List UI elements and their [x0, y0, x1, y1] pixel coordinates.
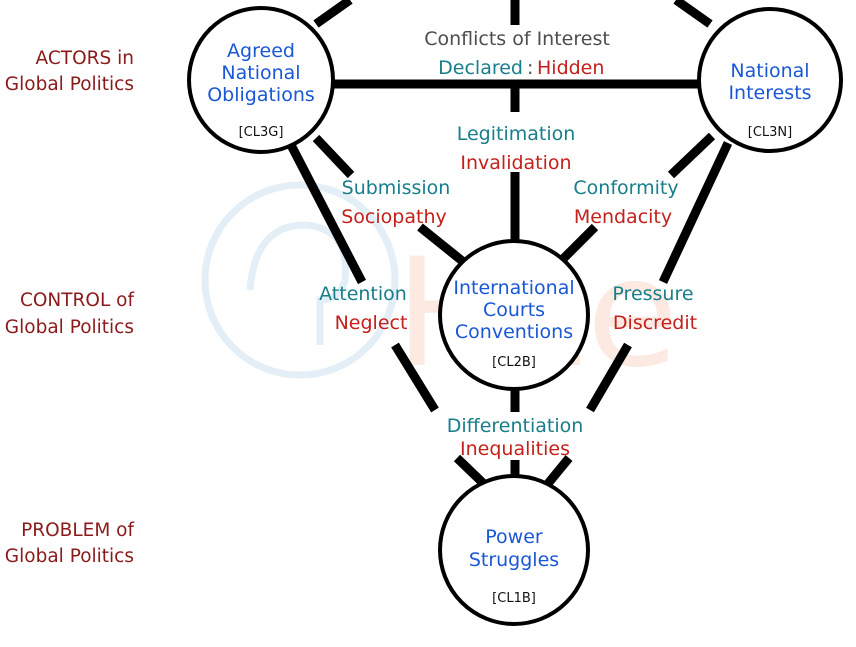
node-circle	[187, 6, 335, 154]
node-label-line: Conventions	[455, 321, 573, 343]
side-label-control-1: CONTROL of	[20, 290, 135, 311]
node-label-line: International	[453, 277, 574, 299]
node-label-line: Interests	[728, 82, 811, 104]
node-power-struggles: Power Struggles [CL1B]	[438, 474, 590, 626]
center-negative-label: Invalidation	[460, 152, 571, 174]
left-outer-negative-label: Neglect	[335, 312, 408, 334]
side-labels: ACTORS in Global Politics CONTROL of Glo…	[5, 48, 135, 567]
right-inner-positive-label: Conformity	[573, 177, 678, 199]
top-negative-label: Hidden	[537, 57, 604, 79]
node-national-interests: National Interests [CL3N]	[697, 7, 843, 153]
edge-left-outer-lower	[391, 342, 439, 413]
edge-labels: Conflicts of Interest Declared : Hidden …	[319, 28, 697, 460]
edge-left-outer-upper	[287, 142, 366, 285]
edge-left-inner-lower	[417, 223, 469, 268]
node-code: [CL3N]	[748, 125, 792, 140]
side-label-actors-1: ACTORS in	[36, 48, 134, 69]
node-circle	[438, 474, 590, 626]
side-label-problem-1: PROBLEM of	[21, 520, 134, 541]
right-inner-negative-label: Mendacity	[574, 206, 672, 228]
side-label-problem-2: Global Politics	[5, 546, 134, 567]
edge-right-outer-bottom	[542, 455, 573, 489]
side-label-actors-2: Global Politics	[5, 74, 134, 95]
edges	[287, 0, 733, 489]
node-international-courts: International Courts Conventions [CL2B]	[438, 239, 590, 391]
node-label-line: National	[730, 60, 809, 82]
edge-right-outer-lower	[586, 342, 632, 413]
bottom-positive-label: Differentiation	[447, 415, 584, 437]
right-outer-negative-label: Discredit	[613, 312, 697, 334]
edge-right-inner-upper	[667, 132, 716, 179]
top-positive-label: Declared	[438, 57, 523, 79]
node-label-line: Courts	[483, 299, 545, 321]
edge-left-stub	[313, 0, 353, 28]
node-code: [CL2B]	[492, 355, 536, 370]
node-label-line: National	[221, 62, 300, 84]
right-outer-positive-label: Pressure	[612, 283, 693, 305]
edge-right-outer-upper	[658, 141, 733, 284]
node-code: [CL1B]	[492, 591, 536, 606]
left-inner-negative-label: Sociopathy	[341, 206, 446, 228]
left-outer-positive-label: Attention	[319, 283, 407, 305]
left-inner-positive-label: Submission	[342, 177, 451, 199]
node-label-line: Agreed	[227, 40, 295, 62]
edge-right-inner-lower	[556, 223, 599, 266]
node-circle	[438, 239, 590, 391]
center-positive-label: Legitimation	[457, 123, 576, 145]
node-agreed-obligations: Agreed National Obligations [CL3G]	[187, 6, 335, 154]
edge-right-stub	[673, 0, 713, 28]
node-label-line: Power	[485, 526, 543, 548]
node-label-line: Struggles	[469, 549, 559, 571]
top-negative-label-text: Hidden	[537, 57, 604, 79]
node-label-line: Obligations	[207, 84, 315, 106]
watermark-head-icon	[201, 181, 399, 379]
top-title-label: Conflicts of Interest	[424, 28, 610, 50]
bottom-negative-label: Inequalities	[460, 438, 570, 460]
edge-left-inner-upper	[312, 134, 355, 179]
node-circle	[697, 7, 843, 153]
node-code: [CL3G]	[239, 125, 284, 140]
top-separator: :	[527, 57, 533, 79]
edge-left-outer-bottom	[453, 454, 488, 488]
side-label-control-2: Global Politics	[5, 317, 134, 338]
